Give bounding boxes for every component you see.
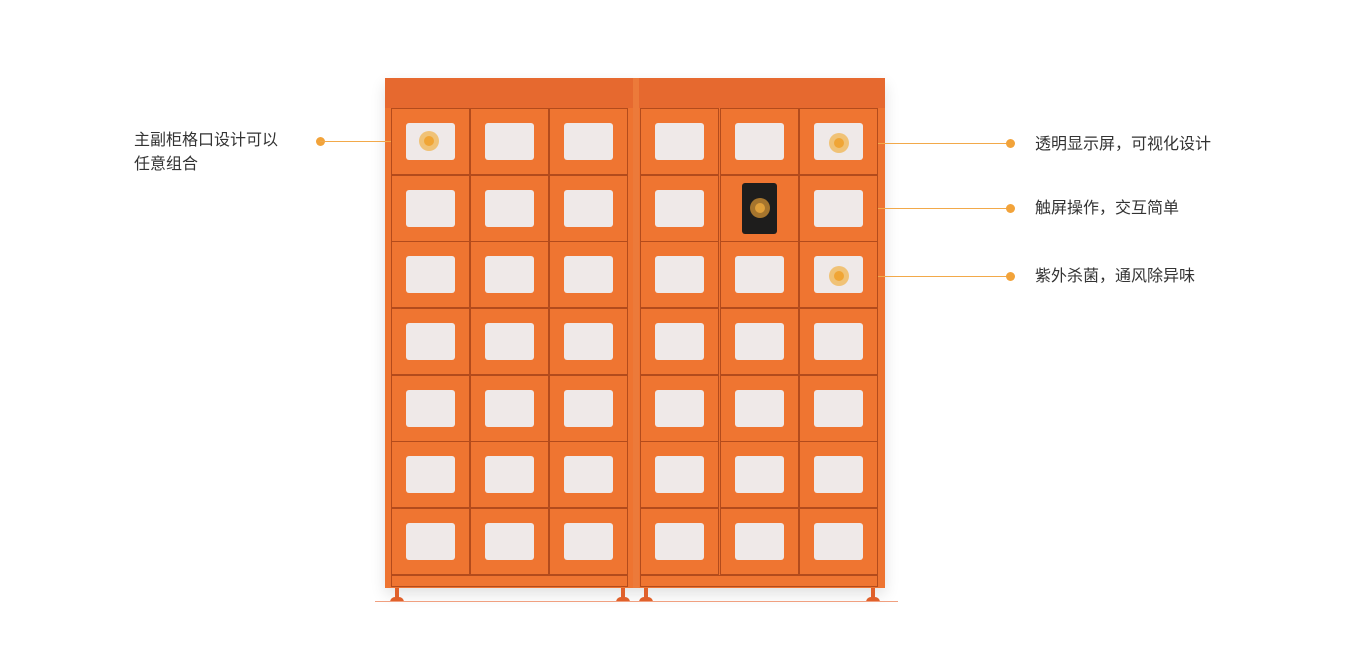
locker-door-window <box>655 456 704 493</box>
indicator-dot <box>424 136 434 146</box>
floor-shadow <box>635 601 898 602</box>
locker-door-window <box>564 256 613 293</box>
cabinet-foot <box>866 597 880 602</box>
cabinet-divider <box>633 78 639 588</box>
locker-door-window <box>406 390 455 427</box>
locker-door-window <box>564 523 613 560</box>
locker-door-window <box>814 190 863 227</box>
locker-door-window <box>406 190 455 227</box>
locker-door-window <box>814 456 863 493</box>
indicator-ring <box>829 266 849 286</box>
indicator-ring <box>419 131 439 151</box>
indicator-dot <box>755 203 765 213</box>
indicator-dot <box>834 138 844 148</box>
locker-door-window <box>406 323 455 360</box>
locker-door-window <box>485 456 534 493</box>
locker-door-window <box>735 523 784 560</box>
indicator-dot <box>834 271 844 281</box>
cabinet-foot <box>616 597 630 602</box>
callout-dot <box>1006 272 1015 281</box>
indicator-ring <box>829 133 849 153</box>
callout-line <box>770 208 1011 209</box>
callout-dot <box>1006 139 1015 148</box>
feature-label-uv: 紫外杀菌，通风除异味 <box>1035 266 1196 285</box>
locker-door-window <box>485 323 534 360</box>
locker-door-window <box>655 190 704 227</box>
indicator-ring <box>750 198 770 218</box>
locker-door-window <box>655 523 704 560</box>
cabinet-foot <box>639 597 653 602</box>
callout-line <box>848 143 1011 144</box>
locker-door-window <box>655 256 704 293</box>
locker-door-window <box>735 390 784 427</box>
locker-door-window <box>485 390 534 427</box>
locker-door-window <box>655 390 704 427</box>
feature-text-line: 主副柜格口设计可以 <box>134 130 279 149</box>
floor-shadow <box>375 601 635 602</box>
feature-label-touchscreen: 触屏操作，交互简单 <box>1035 198 1180 217</box>
feature-text-line: 任意组合 <box>134 154 199 173</box>
cabinet-leg <box>644 588 648 598</box>
locker-door-window <box>655 123 704 160</box>
locker-door-window <box>735 323 784 360</box>
cabinet-leg <box>871 588 875 598</box>
locker-door-window <box>406 456 455 493</box>
locker-door-window <box>564 390 613 427</box>
locker-door-window <box>564 123 613 160</box>
locker-door-window <box>564 190 613 227</box>
cabinet-leg <box>621 588 625 598</box>
feature-label-display: 透明显示屏，可视化设计 <box>1035 134 1212 153</box>
locker-door-window <box>406 256 455 293</box>
locker-door-window <box>485 123 534 160</box>
locker-door-window <box>735 456 784 493</box>
locker-cell[interactable] <box>799 108 878 175</box>
locker-door-window <box>485 190 534 227</box>
locker-door-window <box>735 256 784 293</box>
locker-door-window <box>564 456 613 493</box>
locker-door-window <box>406 523 455 560</box>
locker-door-window <box>564 323 613 360</box>
callout-dot <box>1006 204 1015 213</box>
locker-door-window <box>655 323 704 360</box>
callout-line <box>848 276 1011 277</box>
locker-door-window <box>814 390 863 427</box>
locker-door-window <box>485 256 534 293</box>
cabinet-base <box>391 575 628 587</box>
callout-line <box>320 141 420 142</box>
locker-door-window <box>735 123 784 160</box>
locker-door-window <box>814 523 863 560</box>
cabinet-foot <box>390 597 404 602</box>
cabinet-base <box>640 575 878 587</box>
locker-door-window <box>485 523 534 560</box>
locker-cell[interactable] <box>391 241 470 308</box>
feature-label-combination: 主副柜格口设计可以 任意组合 <box>134 128 278 176</box>
locker-door-window <box>814 323 863 360</box>
cabinet-leg <box>395 588 399 598</box>
